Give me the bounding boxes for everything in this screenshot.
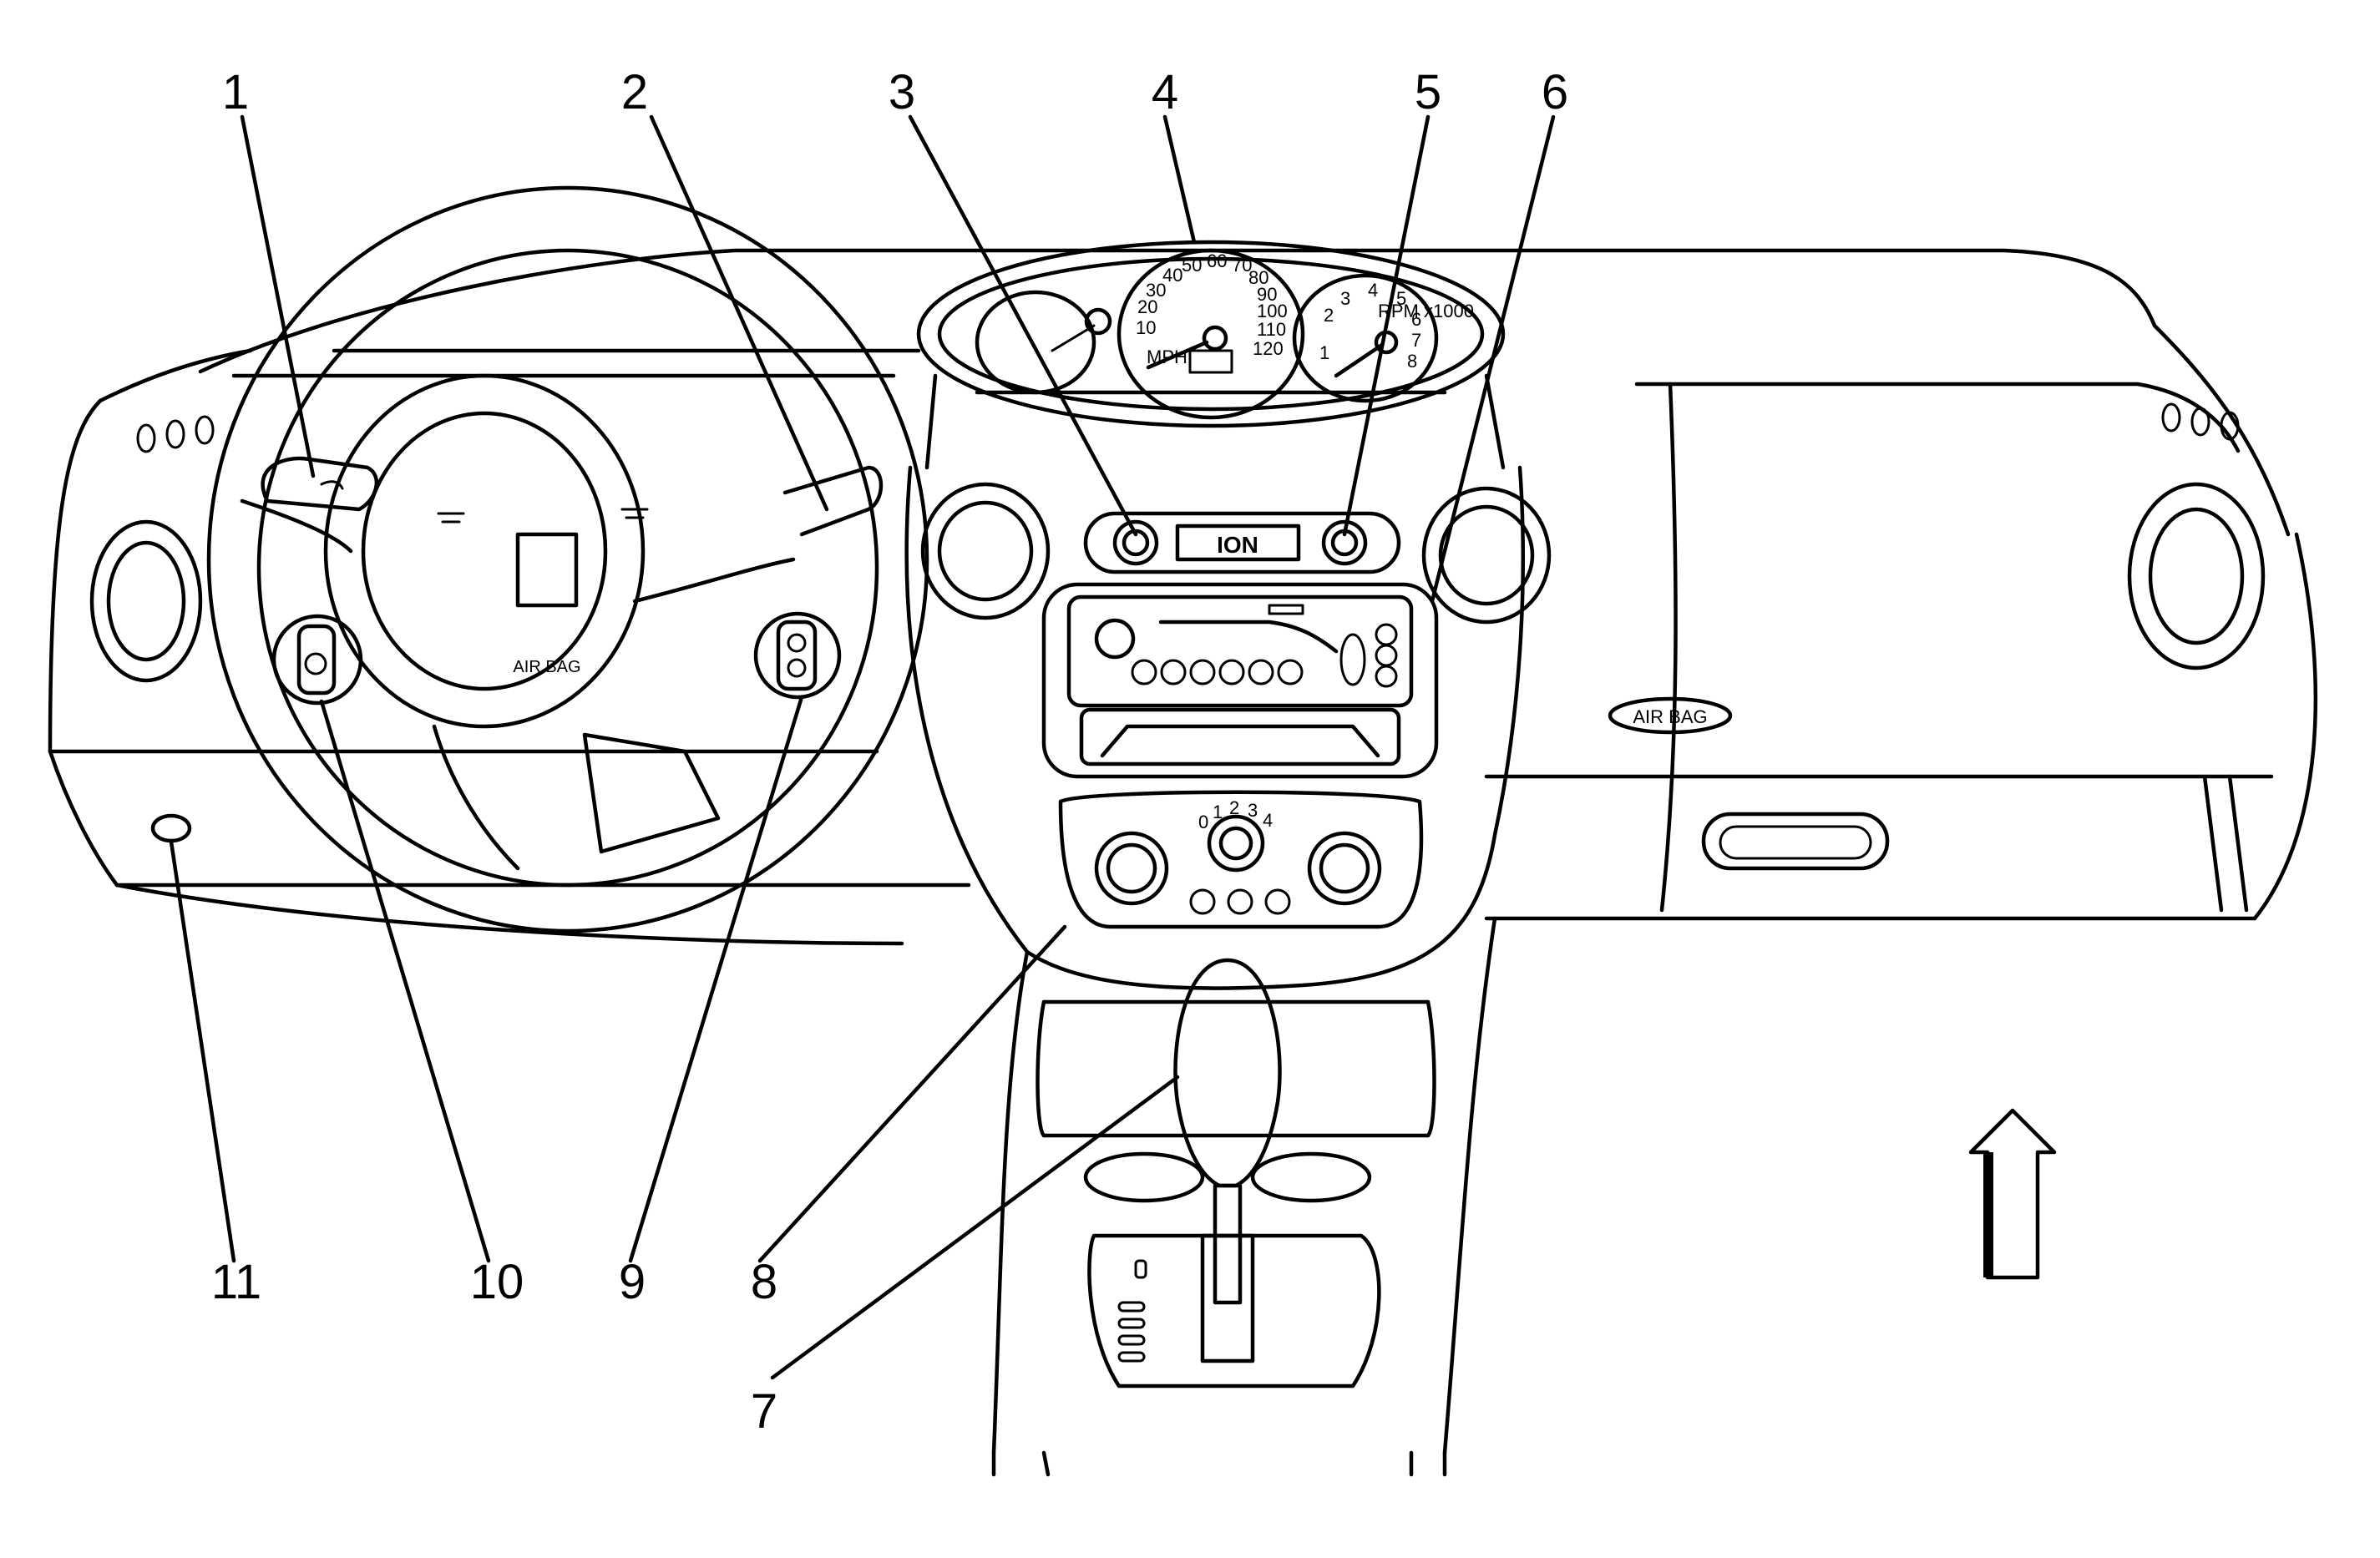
speed-tick: 40 [1162, 265, 1182, 286]
wheel-airbag-label: AIR BAG [513, 658, 580, 676]
rpm-tick: 7 [1411, 330, 1421, 351]
leader-4 [1162, 114, 1197, 245]
speed-tick: 30 [1146, 280, 1166, 301]
fan-tick: 4 [1263, 810, 1273, 831]
cupholders [1083, 1151, 1372, 1203]
callout-9: 9 [619, 1255, 646, 1309]
leader-2 [649, 114, 829, 512]
rpm-tick: 2 [1324, 305, 1334, 326]
speed-tick: 70 [1232, 255, 1252, 276]
speed-tick: 120 [1253, 338, 1284, 359]
rpm-tick: 4 [1368, 280, 1378, 301]
steering-wheel: AIR BAG [206, 185, 929, 933]
leader-10 [319, 699, 491, 1263]
speed-unit: MPH [1147, 347, 1187, 367]
leader-7 [770, 1075, 1180, 1380]
up-arrow-icon [1968, 1108, 2057, 1280]
air-vents [89, 402, 2266, 683]
tachometer: 1 2 3 4 5 6 7 8 RPM x1000 [1292, 273, 1474, 403]
rpm-unit: RPM x1000 [1378, 301, 1474, 321]
callout-6: 6 [1542, 65, 1568, 119]
ion-badge-text: ION [1217, 532, 1258, 558]
leader-lines [169, 114, 1556, 1380]
radio-steering-controls [753, 611, 842, 700]
rpm-tick: 1 [1319, 342, 1329, 363]
speed-tick: 20 [1137, 296, 1157, 317]
speed-tick: 60 [1207, 250, 1227, 271]
speedometer: 10 20 30 40 50 60 70 80 90 100 110 120 M… [1117, 248, 1305, 420]
callout-11: 11 [211, 1255, 261, 1309]
rpm-tick: 3 [1340, 288, 1350, 309]
fan-tick: 0 [1198, 812, 1208, 832]
dash-airbag-label: AIR BAG [1633, 706, 1707, 727]
rpm-tick: 8 [1407, 351, 1417, 372]
shift-lever [1083, 958, 1381, 1389]
center-stack [904, 373, 1525, 1477]
leader-11 [169, 839, 236, 1263]
turn-signal-lever [261, 456, 378, 512]
speed-tick: 90 [1257, 284, 1277, 305]
cruise-control-switch [271, 614, 363, 706]
callout-4: 4 [1152, 65, 1178, 119]
side-defrost-slots [136, 402, 2240, 453]
speed-tick: 80 [1248, 267, 1268, 288]
radio-preset-buttons [1131, 623, 1398, 688]
speed-tick: 50 [1182, 255, 1202, 276]
speed-tick: 100 [1257, 301, 1288, 321]
badge-panel: ION [1083, 511, 1401, 574]
leader-1 [240, 114, 316, 478]
leader-3 [908, 114, 1138, 537]
speed-tick: 110 [1257, 319, 1286, 340]
fan-tick: 3 [1248, 800, 1258, 821]
callout-7: 7 [751, 1384, 777, 1439]
instrument-cluster: 10 20 30 40 50 60 70 80 90 100 110 120 M… [916, 240, 1506, 428]
passenger-airbag: AIR BAG [1608, 696, 1733, 735]
callout-5: 5 [1415, 65, 1441, 119]
radio [1041, 582, 1439, 779]
horn-icons [437, 508, 649, 524]
leader-8 [757, 924, 1067, 1263]
callout-8: 8 [751, 1255, 777, 1309]
leader-9 [628, 695, 804, 1263]
glovebox-handle [1701, 812, 1890, 871]
callout-numbers: 1 2 3 4 5 6 7 8 9 10 11 [211, 65, 1568, 1439]
callout-10: 10 [470, 1255, 524, 1309]
speed-tick: 10 [1136, 317, 1156, 338]
prndl-indicators [1117, 1259, 1147, 1363]
fan-tick: 2 [1229, 797, 1239, 818]
fan-tick: 1 [1213, 802, 1223, 822]
hood-release [150, 813, 192, 843]
rpm-tick: 6 [1411, 309, 1421, 330]
leader-6 [1430, 114, 1556, 604]
wiper-lever [782, 465, 884, 537]
callout-1: 1 [222, 65, 249, 119]
leader-5 [1342, 114, 1431, 537]
hvac-controls: 0 1 2 3 4 [1058, 790, 1424, 929]
callout-2: 2 [621, 65, 648, 119]
rpm-tick: 5 [1396, 288, 1406, 309]
fuel-temp-gauge [975, 290, 1112, 395]
callout-3: 3 [889, 65, 915, 119]
